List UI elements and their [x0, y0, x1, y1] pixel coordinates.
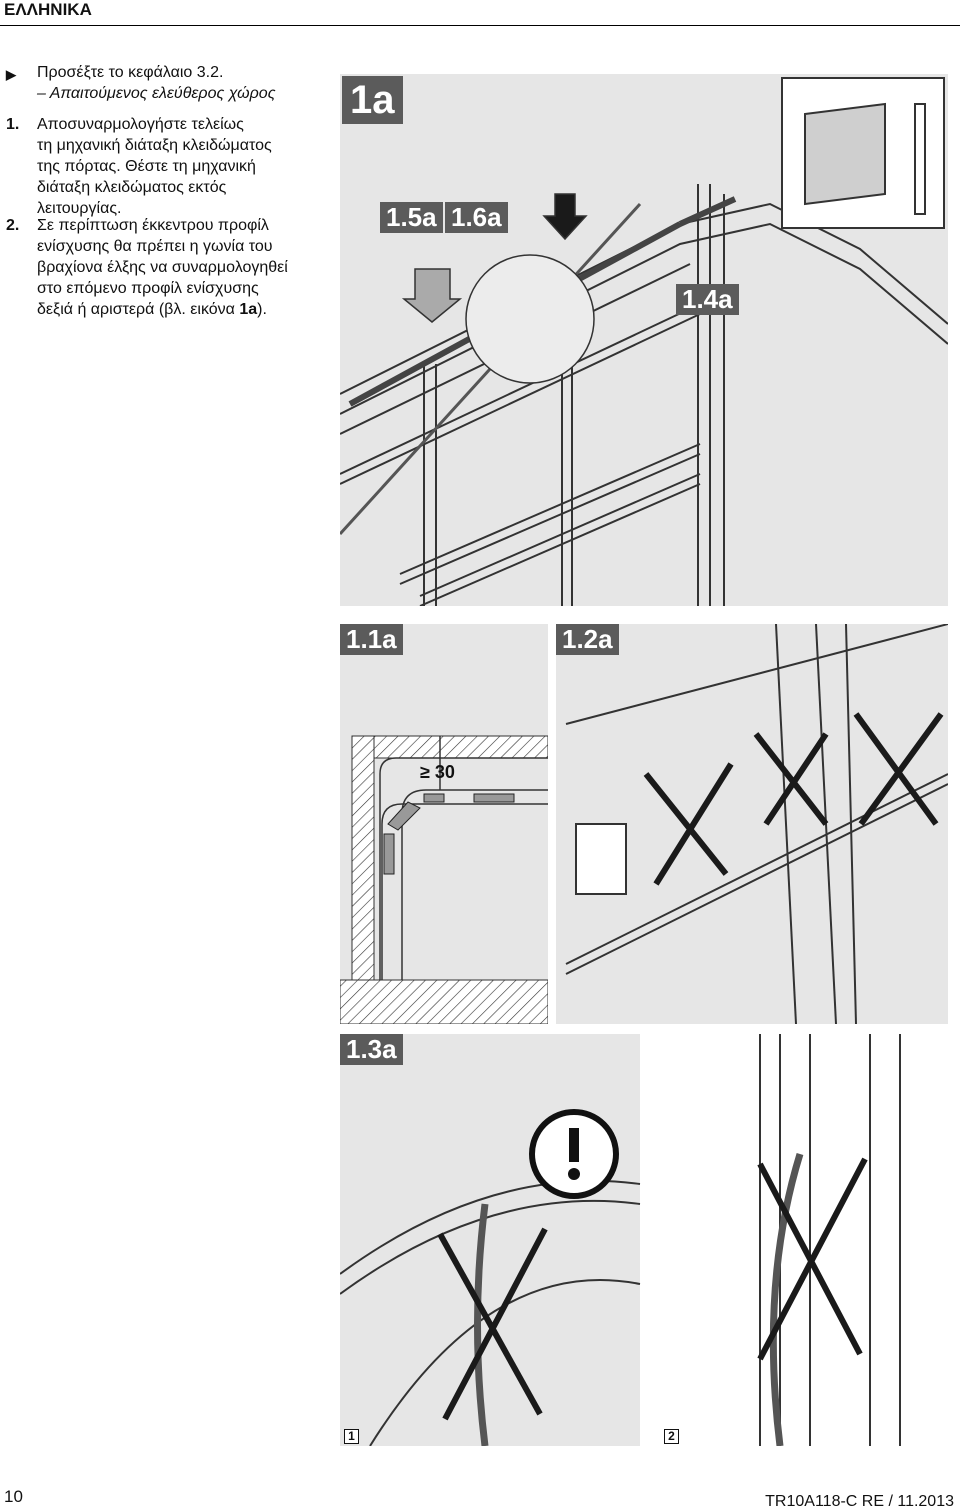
callout-label-1-4a: 1.4a — [676, 284, 739, 316]
figure-1a-panel: 1a 1.5a 1.6a 1.4a — [340, 74, 948, 606]
step-2-line: βραχίονα έλξης να συναρμολογηθεί — [37, 259, 288, 276]
figure-label-1a: 1a — [342, 76, 403, 124]
variant-number-1: 1 — [344, 1429, 359, 1444]
step-2-line: Σε περίπτωση έκκεντρου προφίλ — [37, 217, 269, 234]
clearance-dimension: ≥ 30 — [420, 762, 455, 782]
step-1-line: της πόρτας. Θέστε τη μηχανική — [37, 158, 256, 175]
callout-label-1-6a: 1.6a — [445, 202, 508, 234]
figure-label-1-1a: 1.1a — [340, 624, 403, 656]
figure-label-1-3a: 1.3a — [340, 1034, 403, 1066]
pull-rope-illustration — [340, 1034, 948, 1446]
document-code: TR10A118-C RE / 11.2013 — [765, 1493, 954, 1510]
step-1-number: 1. — [6, 116, 20, 133]
section-title: ΕΛΛΗΝΙΚΑ — [4, 0, 92, 19]
callout-label-1-5a: 1.5a — [380, 202, 443, 234]
step-2-number: 2. — [6, 217, 20, 234]
variant-number-2: 2 — [664, 1429, 679, 1444]
step-2-line: ενίσχυσης θα πρέπει η γωνία του — [37, 238, 273, 255]
figure-label-1-2a: 1.2a — [556, 624, 619, 656]
step-2-line: στο επόμενο προφίλ ενίσχυσης — [37, 280, 259, 297]
note-arrow-icon: ▶ — [6, 67, 16, 82]
step-1-line: Αποσυναρμολογήστε τελείως — [37, 116, 244, 133]
lock-removal-illustration — [565, 624, 948, 1024]
page-number: 10 — [4, 1487, 23, 1506]
figure-1-1a-panel: 1.1a ≥ 30 — [340, 624, 548, 1024]
clearance-diagram — [340, 735, 548, 1024]
step-1-line: λειτουργίας. — [37, 200, 122, 217]
header-divider — [0, 25, 960, 26]
figure-1-3a-panel: 1.3a 1 2 — [340, 1034, 948, 1446]
step-2-line-last: δεξιά ή αριστερά (βλ. εικόνα 1a). — [37, 301, 267, 318]
note-line-2: – Απαιτούμενος ελεύθερος χώρος — [37, 85, 276, 102]
figure-1-2a-panel: 1.2a — [556, 624, 948, 1024]
garage-door-illustration — [340, 77, 948, 606]
note-line-1: Προσέξτε το κεφάλαιο 3.2. — [37, 64, 224, 81]
step-1-line: διάταξη κλειδώματος εκτός — [37, 179, 227, 196]
step-1-line: τη μηχανική διάταξη κλειδώματος — [37, 137, 272, 154]
figure-reference: 1a — [239, 301, 258, 318]
